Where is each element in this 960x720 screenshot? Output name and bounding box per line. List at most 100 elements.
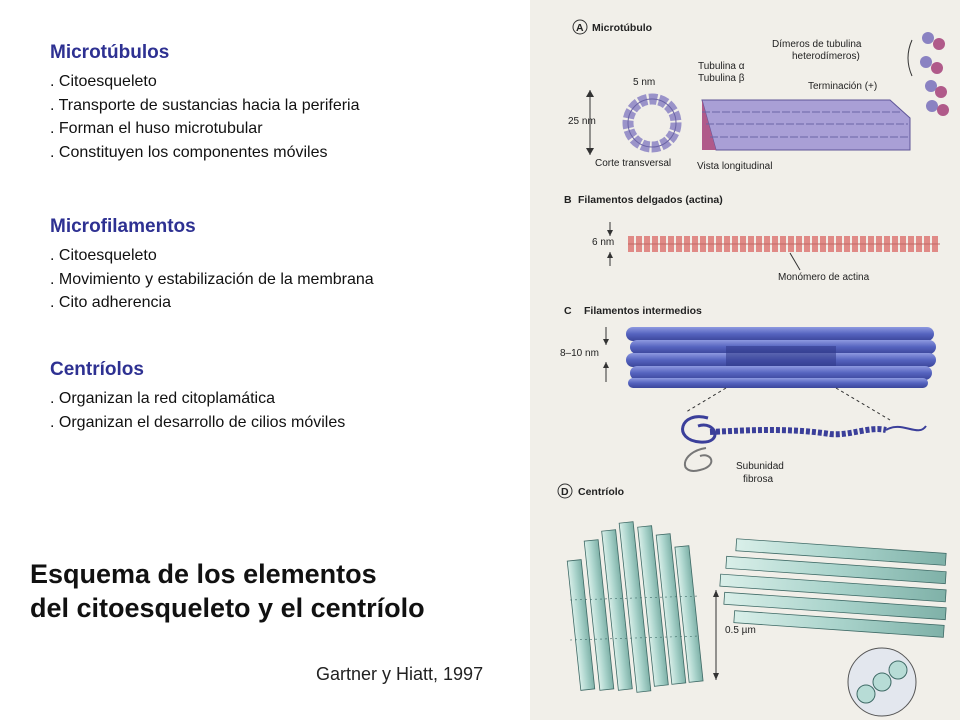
label-longitudinal-view: Vista longitudinal: [697, 161, 772, 172]
label-8-10nm: 8–10 nm: [560, 348, 599, 359]
label-6nm: 6 nm: [592, 237, 614, 248]
section-title: Microfilamentos: [50, 216, 196, 237]
triplet-tube: [637, 525, 669, 687]
arrow-head: [603, 339, 609, 345]
panel-a-microtubule: A Microtúbulo Dímeros de tubulina hetero…: [568, 19, 949, 172]
zoom-line: [835, 387, 891, 421]
panel-letter: B: [564, 194, 572, 206]
tail: [885, 425, 927, 432]
arrow-head: [607, 230, 613, 236]
centriole-horizontal: [719, 538, 947, 638]
section-centriolos: Centríolos Organizan la red citoplamátic…: [50, 359, 345, 434]
list-item: Organizan el desarrollo de cilios móvile…: [50, 411, 345, 435]
panel-b-actin: B Filamentos delgados (actina) 6 nm Monó…: [564, 194, 940, 283]
tubule: [888, 660, 908, 680]
panel-title: Filamentos delgados (actina): [578, 194, 723, 206]
intermediate-filament-bundle: [626, 327, 936, 388]
list-item: Citoesqueleto: [50, 244, 374, 268]
section-microfilamentos: Microfilamentos Citoesqueleto Movimiento…: [50, 216, 374, 315]
section-microtubulos: Microtúbulos Citoesqueleto Transporte de…: [50, 42, 360, 164]
panel-title: Centríolo: [578, 486, 624, 498]
label-fibrous: fibrosa: [743, 474, 773, 485]
bullet-list: Citoesqueleto Transporte de sustancias h…: [50, 70, 360, 164]
list-item: Transporte de sustancias hacia la perife…: [50, 94, 360, 118]
coil: [681, 415, 717, 444]
tubule: [856, 684, 876, 704]
triplet-tube: [723, 591, 947, 621]
list-item: Forman el huso microtubular: [50, 117, 360, 141]
brace: [907, 39, 913, 77]
section-title: Microtúbulos: [50, 42, 170, 63]
panel-title: Microtúbulo: [592, 22, 652, 34]
triplet-tube: [725, 555, 947, 585]
triplet-tube: [655, 533, 687, 685]
label-5nm: 5 nm: [633, 77, 655, 88]
label-dimers: Dímeros de tubulina: [772, 39, 862, 50]
triplet-tube: [583, 539, 615, 691]
tube-body: [701, 99, 911, 151]
list-item: Cito adherencia: [50, 291, 374, 315]
main-title-line: Esquema de los elementos: [30, 559, 377, 589]
panel-letter: C: [564, 305, 572, 317]
arrow-head: [607, 252, 613, 258]
zoom-line: [685, 387, 727, 413]
label-tubulin-beta: Tubulina β: [698, 73, 745, 84]
triplet-tube: [566, 559, 596, 691]
label-25nm: 25 nm: [568, 116, 596, 127]
triplet-tube: [733, 610, 945, 638]
section-title: Centríolos: [50, 359, 144, 380]
label-cross-section: Corte transversal: [595, 158, 671, 169]
label-actin-monomer: Monómero de actina: [778, 272, 870, 283]
bullet-list: Organizan la red citoplamática Organizan…: [50, 387, 345, 434]
rod-highlight: [726, 346, 836, 366]
hatching: [569, 595, 701, 601]
panel-letter-circle: [557, 483, 573, 499]
panel-title: Filamentos intermedios: [584, 305, 702, 317]
main-title: Esquema de los elementos del citoesquele…: [30, 557, 425, 625]
rod: [626, 327, 934, 341]
microtubule-longitudinal: [701, 99, 911, 151]
triplet-tube: [735, 538, 947, 566]
rod: [630, 366, 932, 380]
rod: [628, 378, 928, 388]
list-item: Constituyen los componentes móviles: [50, 141, 360, 165]
panel-letter: D: [561, 486, 569, 498]
arrow-head: [713, 673, 719, 680]
fibrous-subunit: [681, 415, 927, 472]
tubulin-ring-outline: [627, 98, 677, 148]
label-tubulin-alpha: Tubulina α: [698, 61, 745, 72]
leader-line: [789, 252, 801, 271]
triplet-tube: [618, 521, 652, 693]
arrow-head: [586, 90, 594, 97]
panel-letter: A: [576, 22, 584, 34]
figure-svg: A Microtúbulo Dímeros de tubulina hetero…: [557, 19, 949, 717]
list-item: Citoesqueleto: [50, 70, 360, 94]
label-0-5um: 0.5 µm: [725, 625, 756, 636]
tubulin-dimers: [920, 32, 949, 116]
arrow-head: [713, 590, 719, 597]
triplet-tube: [601, 529, 633, 691]
label-subunit: Subunidad: [736, 461, 784, 472]
hatching: [569, 635, 701, 641]
triplet-tube: [719, 573, 947, 603]
list-item: Organizan la red citoplamática: [50, 387, 345, 411]
arrow-head: [603, 362, 609, 368]
tubule: [872, 672, 892, 692]
arrow-head: [586, 148, 594, 155]
centriole-vertical: [566, 521, 704, 693]
helix-rod: [709, 426, 887, 438]
citation: Gartner y Hiatt, 1997: [316, 664, 484, 684]
panel-letter-circle: [572, 19, 588, 35]
triplet-cross-section: [847, 647, 917, 717]
cytoskeleton-figure: A Microtúbulo Dímeros de tubulina hetero…: [530, 0, 960, 720]
panel-d-centriole: D Centríolo: [557, 483, 947, 717]
bullet-list: Citoesqueleto Movimiento y estabilizació…: [50, 244, 374, 315]
list-item: Movimiento y estabilización de la membra…: [50, 268, 374, 292]
triplet-tube: [674, 545, 704, 683]
label-termination: Terminación (+): [808, 81, 877, 92]
panel-c-intermediate: C Filamentos intermedios 8–10 nm: [560, 305, 936, 485]
microtubule-cross-section: [622, 93, 682, 153]
label-dimers-2: heterodímeros): [792, 51, 860, 62]
coil-end: [683, 447, 713, 472]
main-title-line: del citoesqueleto y el centríolo: [30, 593, 425, 623]
